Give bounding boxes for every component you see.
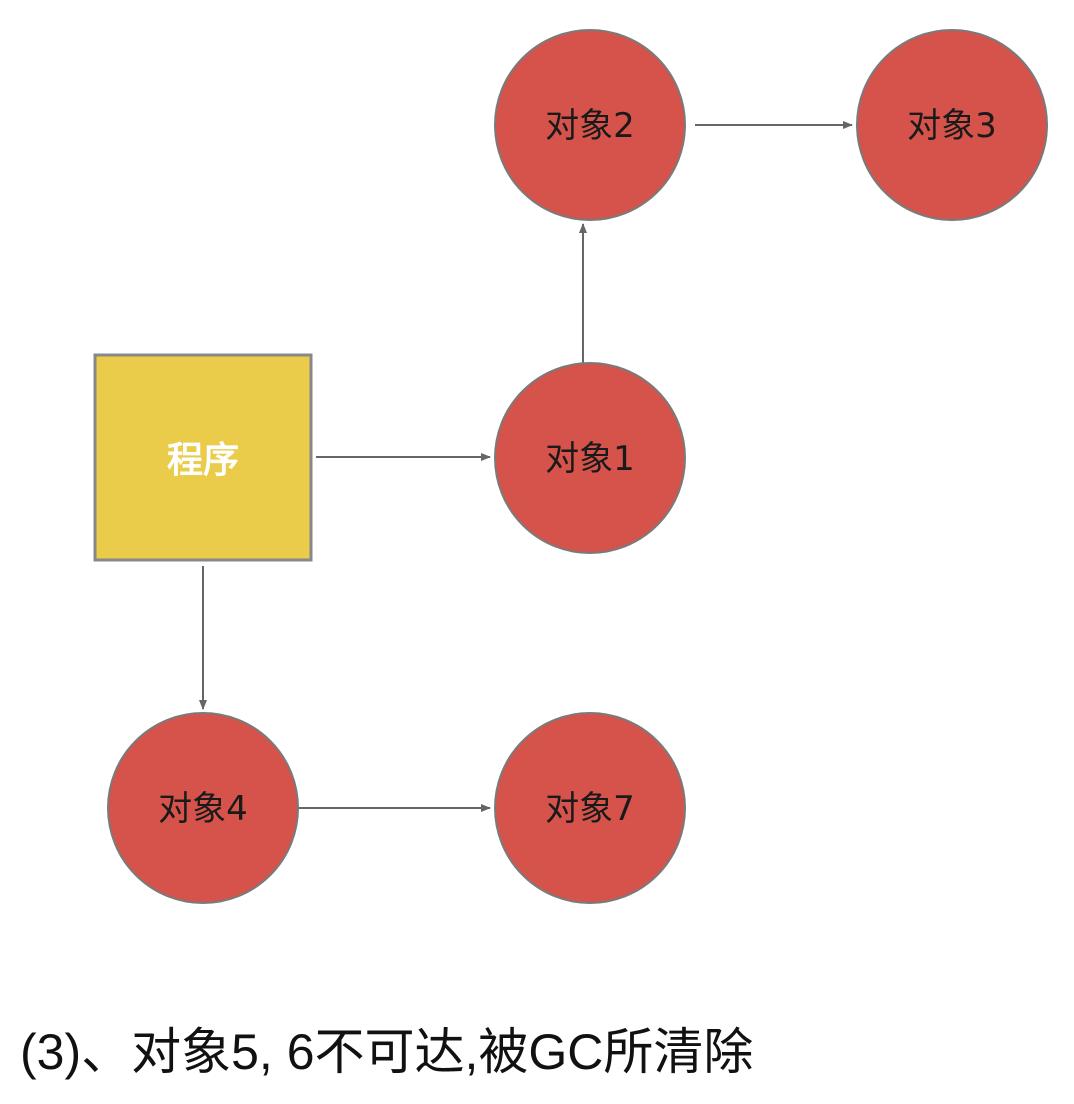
object-label: 对象2 — [545, 106, 635, 146]
object-node-4: 对象4 — [107, 712, 299, 904]
object-label: 对象1 — [545, 439, 635, 479]
object-label: 对象7 — [545, 789, 635, 829]
object-node-1: 对象1 — [494, 362, 686, 554]
object-node-7: 对象7 — [494, 712, 686, 904]
object-node-2: 对象2 — [494, 29, 686, 221]
object-label: 对象3 — [907, 106, 997, 146]
object-node-3: 对象3 — [856, 29, 1048, 221]
caption: (3)、对象5, 6不可达,被GC所清除 — [20, 1024, 754, 1080]
program-label: 程序 — [167, 440, 239, 481]
object-label: 对象4 — [158, 789, 248, 829]
program-box — [93, 353, 313, 562]
